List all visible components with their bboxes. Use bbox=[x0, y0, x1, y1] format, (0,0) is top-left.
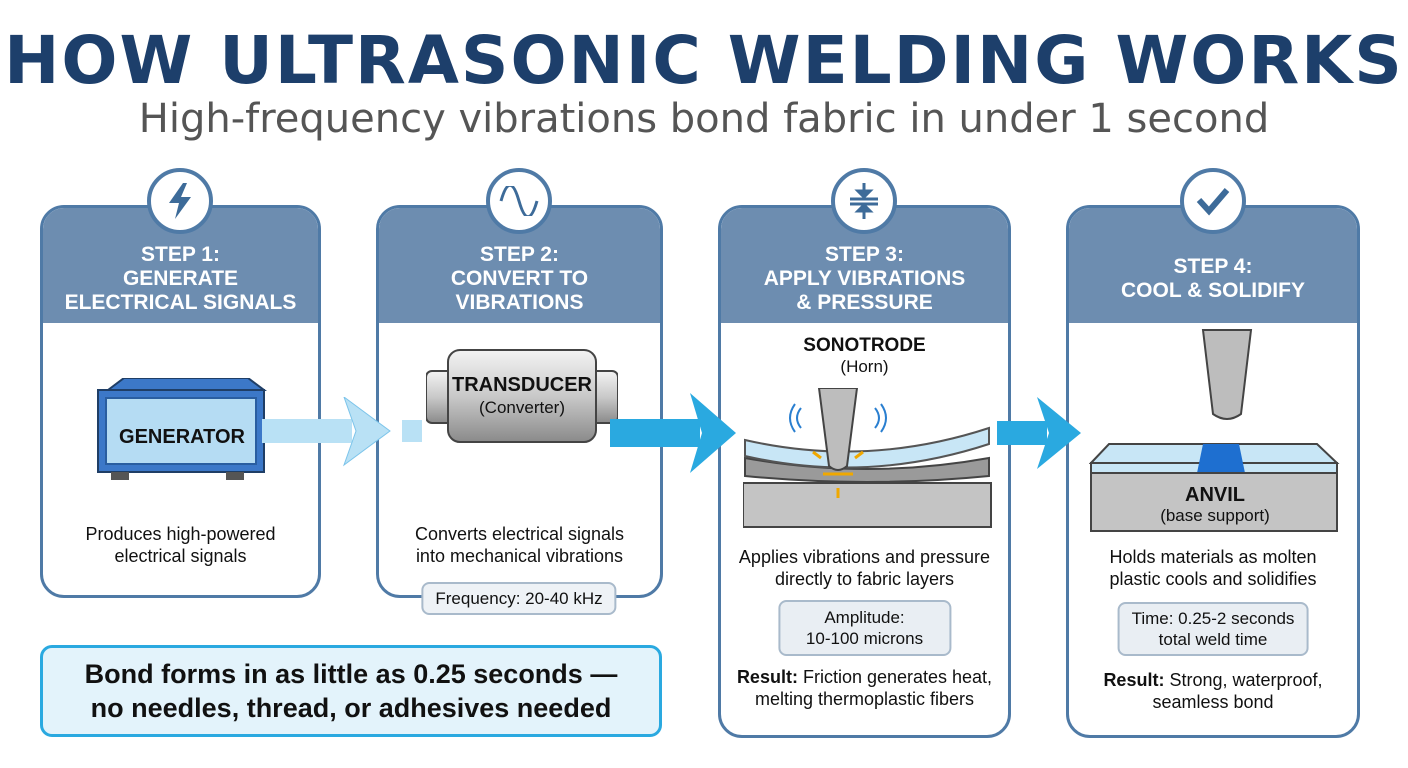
generator-illustration: GENERATOR bbox=[96, 378, 268, 483]
desc-line: into mechanical vibrations bbox=[415, 546, 624, 566]
lightning-icon bbox=[147, 168, 213, 234]
result-text: seamless bond bbox=[1152, 692, 1274, 712]
step-2-card: STEP 2: CONVERT TO VIBRATIONS TRANSDUCER… bbox=[376, 205, 663, 598]
anvil-illustration: ANVIL (base support) bbox=[1089, 326, 1341, 536]
step-heading: APPLY VIBRATIONS bbox=[763, 266, 966, 290]
step-heading: ELECTRICAL SIGNALS bbox=[64, 290, 297, 314]
desc-line: Applies vibrations and pressure bbox=[738, 547, 991, 567]
compress-icon bbox=[831, 168, 897, 234]
step-4-card: STEP 4: COOL & SOLIDIFY ANVIL (base supp… bbox=[1066, 205, 1360, 738]
result-label: Result: bbox=[736, 667, 798, 687]
summary-callout: Bond forms in as little as 0.25 seconds … bbox=[40, 645, 662, 737]
frequency-badge: Frequency: 20-40 kHz bbox=[421, 582, 617, 615]
generator-label: GENERATOR bbox=[119, 426, 245, 448]
result-text: Strong, waterproof, bbox=[1164, 670, 1323, 690]
arrow-step2-to-step3 bbox=[610, 393, 736, 473]
callout-line: no needles, thread, or adhesives needed bbox=[90, 693, 612, 723]
anvil-label: ANVIL bbox=[1185, 484, 1245, 506]
step-3-card: STEP 3: APPLY VIBRATIONS & PRESSURE SONO… bbox=[718, 205, 1011, 738]
sonotrode-label: SONOTRODE bbox=[803, 335, 926, 356]
page-title: HOW ULTRASONIC WELDING WORKS bbox=[4, 22, 1404, 99]
desc-line: Converts electrical signals bbox=[414, 524, 625, 544]
desc-line: electrical signals bbox=[114, 546, 247, 566]
step-label: STEP 3: bbox=[825, 242, 904, 266]
result-label: Result: bbox=[1103, 670, 1165, 690]
step-label: STEP 2: bbox=[480, 242, 559, 266]
step-label: STEP 1: bbox=[141, 242, 220, 266]
step-heading: COOL & SOLIDIFY bbox=[1121, 278, 1305, 302]
step-3-result: Result: Friction generates heat,melting … bbox=[721, 666, 1008, 710]
sonotrode-illustration bbox=[743, 388, 993, 528]
arrow-step1-to-step2 bbox=[262, 397, 422, 467]
step-4-result: Result: Strong, waterproof,seamless bond bbox=[1069, 669, 1357, 713]
arrow-step3-to-step4 bbox=[997, 397, 1081, 469]
callout-line: Bond forms in as little as 0.25 seconds … bbox=[84, 659, 618, 689]
transducer-sublabel: (Converter) bbox=[479, 398, 565, 417]
transducer-illustration: TRANSDUCER (Converter) bbox=[426, 348, 618, 444]
pill-line: 10-100 microns bbox=[805, 629, 924, 648]
desc-line: plastic cools and solidifies bbox=[1109, 569, 1317, 589]
page-subtitle: High-frequency vibrations bond fabric in… bbox=[138, 96, 1270, 142]
pill-line: Time: 0.25-2 seconds bbox=[1131, 609, 1295, 628]
step-label: STEP 4: bbox=[1173, 254, 1253, 278]
pill-line: Amplitude: bbox=[824, 608, 905, 627]
step-heading: & PRESSURE bbox=[796, 290, 933, 314]
amplitude-badge: Amplitude: 10-100 microns bbox=[777, 600, 952, 656]
anvil-sublabel: (base support) bbox=[1160, 506, 1270, 525]
desc-line: Holds materials as molten bbox=[1109, 547, 1317, 567]
desc-line: directly to fabric layers bbox=[774, 569, 955, 589]
checkmark-icon bbox=[1180, 168, 1246, 234]
sine-wave-icon bbox=[486, 168, 552, 234]
result-text: melting thermoplastic fibers bbox=[754, 689, 975, 709]
step-heading: VIBRATIONS bbox=[455, 290, 584, 314]
transducer-label: TRANSDUCER bbox=[452, 374, 592, 396]
sonotrode-sublabel: (Horn) bbox=[840, 357, 889, 376]
step-heading: GENERATE bbox=[122, 266, 239, 290]
step-heading: CONVERT TO bbox=[450, 266, 589, 290]
time-badge: Time: 0.25-2 seconds total weld time bbox=[1117, 602, 1309, 656]
desc-line: Produces high-powered bbox=[85, 524, 276, 544]
pill-line: total weld time bbox=[1158, 630, 1268, 649]
result-text: Friction generates heat, bbox=[797, 667, 993, 687]
